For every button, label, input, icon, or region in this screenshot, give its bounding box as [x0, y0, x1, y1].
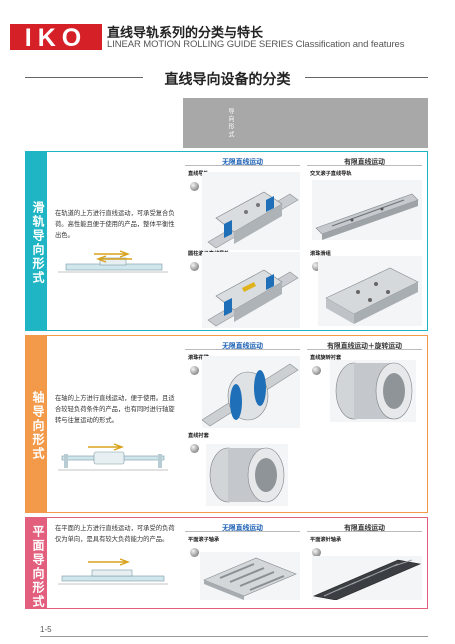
photo-flat-needle: [312, 556, 422, 601]
section-flat-description: 在平面的上方进行直线运动，可承受的负荷仅为单向，是具有较大负荷能力的产品。: [55, 525, 175, 543]
photo-roller-guide: [202, 252, 300, 328]
product-label-linear-guide: 直线导轨: [188, 171, 209, 177]
guide-type-band-label: 导 向 形 式: [227, 108, 233, 138]
product-bullet-icon: [312, 548, 321, 557]
flat-col-finite-head: 有限直线运动: [344, 525, 385, 532]
product-label-ball-spline: 滚珠花键: [188, 355, 209, 361]
title-rule-left: [25, 77, 143, 78]
bottom-rule: [40, 636, 428, 637]
photo-rotary-bushing: [330, 360, 416, 422]
product-bullet-icon: [190, 262, 199, 271]
section-rail-label: 滑轨导向形式: [31, 201, 45, 285]
flat-col-infinite-head: 无限直线运动: [222, 525, 263, 532]
photo-crossed-roller-guide: [312, 180, 422, 240]
product-label-ball-slide: 滚珠滑组: [310, 251, 331, 257]
section-shaft-label: 轴导向形式: [31, 391, 45, 461]
section-flat-label: 平面导向形式: [31, 525, 45, 609]
shaft-col-finite-head: 有限直线运动＋旋转运动: [327, 343, 402, 350]
header-title-cn: 直线导轨系列的分类与特长: [107, 25, 264, 40]
rail-col-rule-right: [307, 165, 422, 166]
product-bullet-icon: [312, 366, 321, 375]
section-rail-description: 在轨道的上方进行直线运动，可承受复合负荷。高性能且便于使用的产品，整体平衡性出色…: [55, 210, 175, 239]
product-label-rotary-bushing: 直线旋转衬套: [310, 355, 342, 361]
section-shaft-sidebar: 轴导向形式: [25, 335, 47, 513]
photo-flat-roller: [200, 552, 300, 600]
product-bullet-icon: [190, 366, 199, 375]
product-bullet-icon: [190, 182, 199, 191]
rail-col-infinite-head: 无限直线运动: [222, 159, 263, 166]
flat-col-rule-left: [185, 531, 300, 532]
photo-linear-bushing: [206, 444, 288, 506]
rail-col-finite-head: 有限直线运动: [344, 159, 385, 166]
product-bullet-icon: [312, 262, 321, 271]
page-title: 直线导向设备的分类: [164, 71, 291, 87]
flat-col-rule-right: [307, 531, 422, 532]
photo-ball-slide: [318, 256, 422, 326]
section-shaft-description: 在轴的上方进行直线运动，便于使用。且适合较轻负荷条件的产品，也有同时进行轴旋转与…: [55, 395, 175, 424]
header-title-en: LINEAR MOTION ROLLING GUIDE SERIES Class…: [107, 39, 405, 50]
product-bullet-icon: [190, 444, 199, 453]
logo-text: IKO: [25, 24, 87, 52]
page-number: 1-5: [40, 625, 52, 634]
product-label-crossed-roller-guide: 交叉滚子直线导轨: [310, 171, 352, 177]
shaft-col-rule-right: [307, 349, 422, 350]
rail-diagram: [58, 250, 168, 276]
product-label-linear-bushing: 直线衬套: [188, 433, 209, 439]
section-flat-sidebar: 平面导向形式: [25, 517, 47, 609]
photo-linear-guide: [202, 172, 300, 250]
product-label-flat-needle: 平面滚针轴承: [310, 537, 342, 543]
photo-ball-spline: [201, 356, 300, 428]
iko-logo: IKO: [10, 22, 102, 52]
shaft-col-rule-left: [185, 349, 300, 350]
guide-type-band: [183, 98, 428, 148]
title-rule-right: [305, 77, 428, 78]
product-label-flat-roller: 平面滚子轴承: [188, 537, 220, 543]
flat-diagram: [58, 558, 168, 588]
shaft-diagram: [58, 442, 168, 472]
product-bullet-icon: [190, 548, 199, 557]
section-rail-sidebar: 滑轨导向形式: [25, 151, 47, 331]
shaft-col-infinite-head: 无限直线运动: [222, 343, 263, 350]
rail-col-rule-left: [185, 165, 300, 166]
